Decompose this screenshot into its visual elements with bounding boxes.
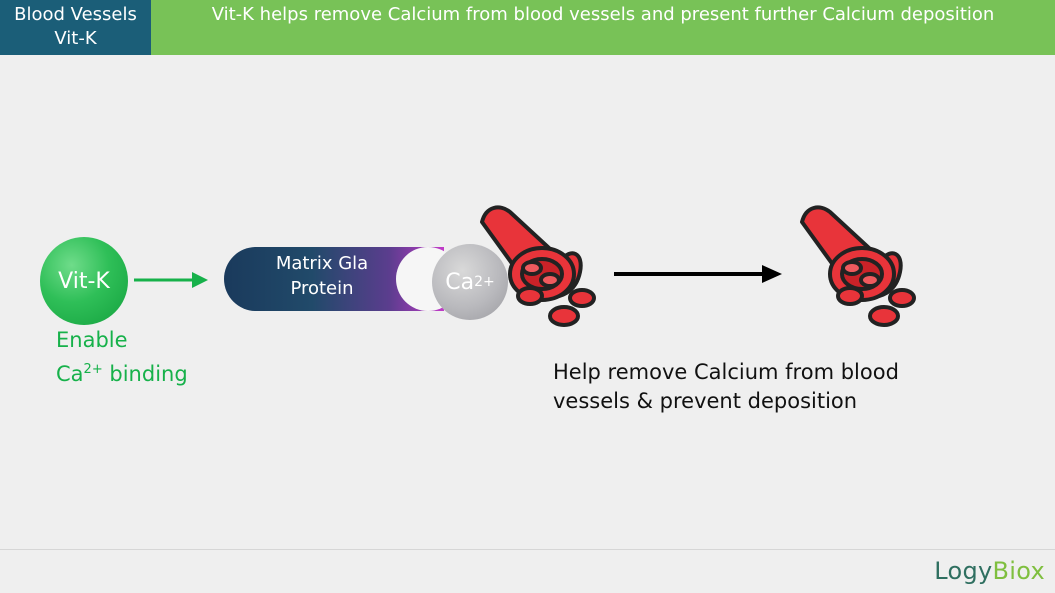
vitk-caption: Enable Ca2+ binding (56, 326, 188, 389)
logo-part2: Biox (992, 557, 1045, 585)
calcium-symbol: Ca (445, 269, 475, 295)
vitk-circle: Vit-K (40, 237, 128, 325)
arrow-right-icon (614, 265, 782, 283)
caption-ca-charge: 2+ (83, 362, 103, 377)
footer-divider (0, 549, 1055, 550)
header-topic-line2: Vit-K (54, 28, 97, 49)
protein-label: Matrix Gla Protein (242, 251, 402, 301)
caption-binding: binding (102, 362, 188, 386)
calcium-charge: 2+ (474, 274, 495, 290)
blood-vessel-icon (800, 205, 916, 327)
vitk-caption-line2: Ca2+ binding (56, 355, 188, 389)
vitk-caption-line1: Enable (56, 328, 128, 352)
blood-vessel-icon (480, 205, 596, 327)
page-title: Vit-K helps remove Calcium from blood ve… (151, 0, 1055, 55)
protein-label-line1: Matrix Gla (275, 253, 369, 274)
vitk-label: Vit-K (58, 268, 110, 294)
header-topic-line1: Blood Vessels (14, 4, 137, 25)
logo: LogyBiox (934, 557, 1045, 585)
caption-ca: Ca (56, 362, 84, 386)
protein-label-line2: Protein (290, 278, 354, 299)
result-caption: Help remove Calcium from blood vessels &… (553, 360, 899, 413)
logo-part1: Logy (934, 557, 993, 585)
header-topic: Blood Vessels Vit-K (0, 0, 151, 55)
arrow-right-icon (134, 272, 208, 288)
